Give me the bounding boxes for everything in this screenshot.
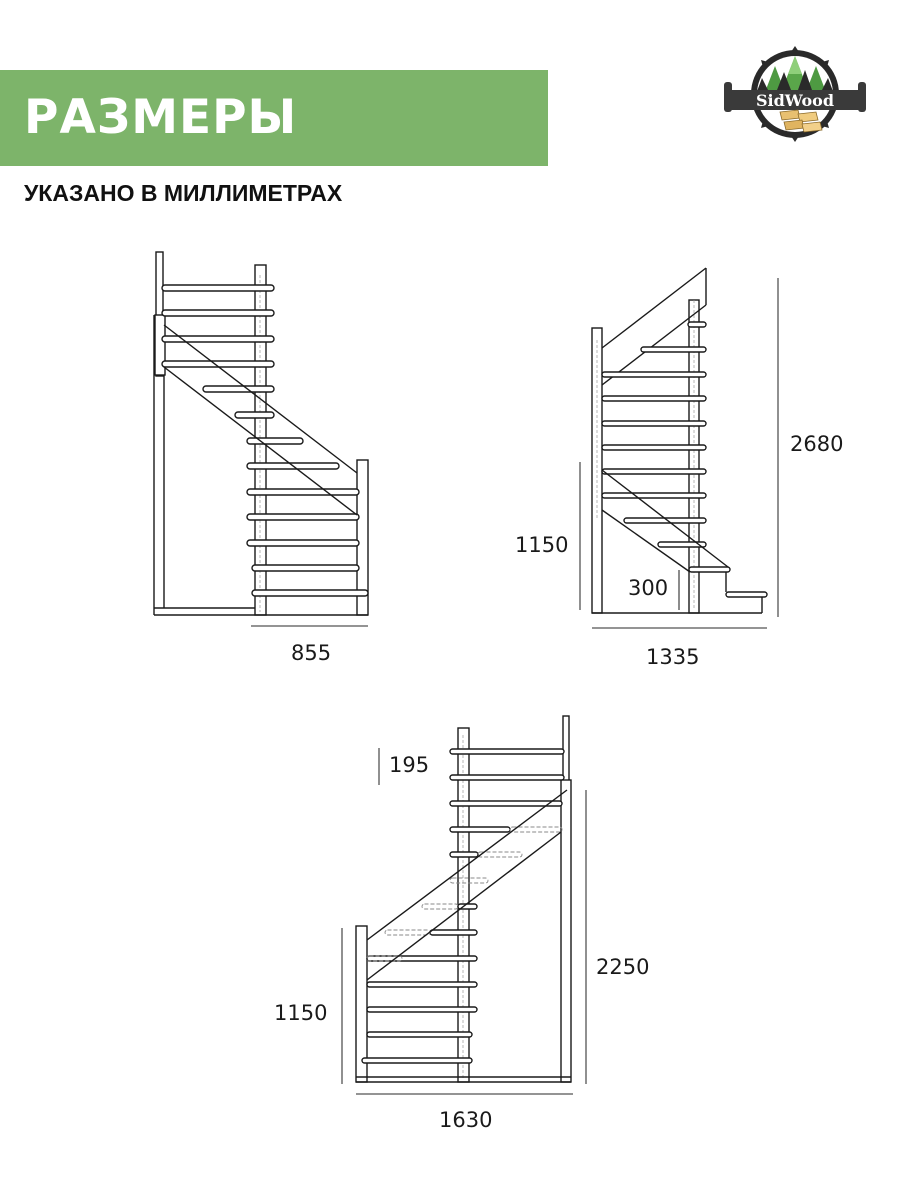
sidwood-logo: SidWood	[720, 42, 870, 147]
svg-text:SidWood: SidWood	[756, 91, 834, 110]
staircase-view-front	[153, 251, 369, 616]
units-subtitle: УКАЗАНО В МИЛЛИМЕТРАХ	[24, 180, 343, 206]
staircase-view-side	[591, 267, 768, 614]
page-title: РАЗМЕРЫ	[24, 90, 298, 145]
dim-back-lower-height: 1150	[274, 1001, 328, 1025]
saw-trees-lumber-logo-icon: SidWood	[724, 46, 866, 142]
dim-side-lower-height: 1150	[515, 533, 569, 557]
staircase-view-back	[355, 715, 572, 1083]
dim-back-height: 2250	[596, 955, 650, 979]
title-banner: РАЗМЕРЫ	[0, 70, 548, 166]
dim-back-width: 1630	[439, 1108, 493, 1132]
dim-side-total-height: 2680	[790, 432, 844, 456]
dim-front-width: 855	[291, 641, 332, 665]
dim-side-width: 1335	[646, 645, 700, 669]
dim-back-top-offset: 195	[389, 753, 430, 777]
dim-side-step-height: 300	[628, 576, 669, 600]
